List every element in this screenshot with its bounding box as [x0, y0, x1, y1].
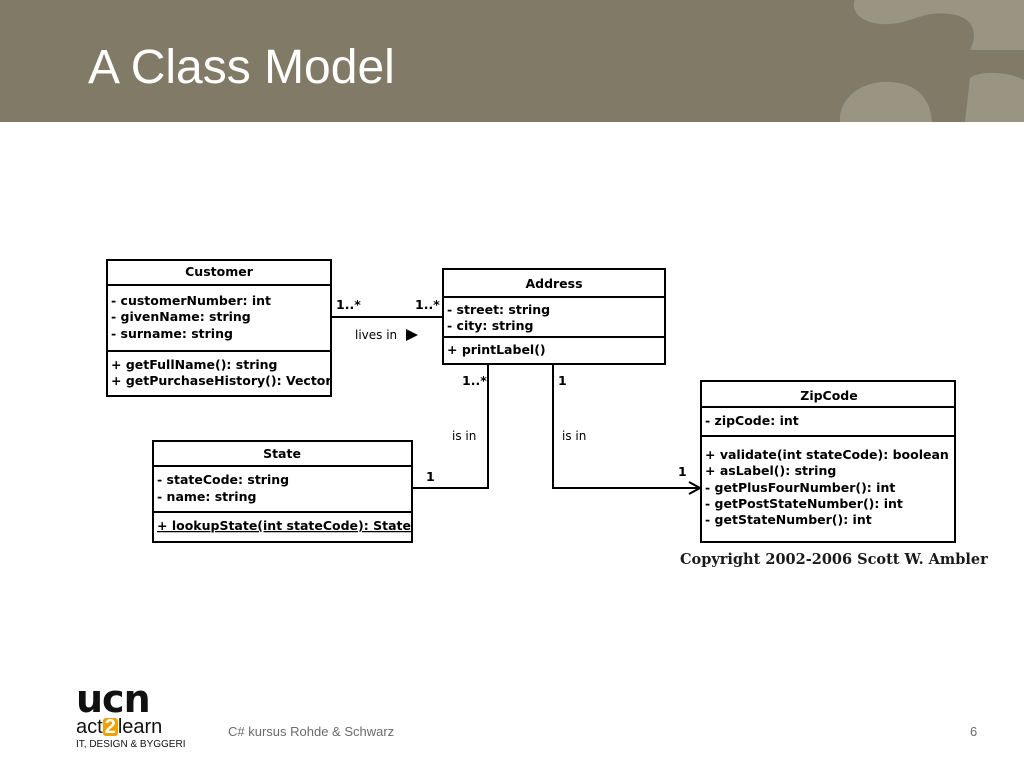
class-diagram: 1..* 1..* lives in 1..* 1 is in 1 1 is i…: [106, 259, 956, 543]
footer-text: C# kursus Rohde & Schwarz: [228, 724, 395, 739]
association-address-zipcode: [552, 364, 700, 489]
logo-tagline-number: 2: [102, 716, 118, 738]
logo-tagline-prefix: act: [76, 716, 103, 738]
multiplicity-address-state: 1..*: [462, 373, 487, 388]
association-label-is-in-state: is in: [452, 429, 476, 443]
class-zipcode: ZipCode - zipCode: int + validate(int st…: [700, 380, 956, 543]
method: + asLabel(): string: [705, 463, 836, 478]
method: + lookupState(int stateCode): State: [157, 518, 411, 533]
method: - getPlusFourNumber(): int: [705, 480, 895, 495]
class-address: Address - street: string - city: string …: [442, 268, 666, 365]
method: - getStateNumber(): int: [705, 512, 872, 527]
slide-title: A Class Model: [88, 41, 395, 94]
page-number: 6: [970, 724, 978, 739]
decorative-shape: [839, 0, 1024, 122]
multiplicity-address-zipcode: 1: [558, 373, 567, 388]
class-name: Address: [525, 276, 582, 291]
class-name: ZipCode: [800, 388, 857, 403]
attribute: - customerNumber: int: [111, 293, 271, 308]
multiplicity-zipcode: 1: [678, 464, 687, 479]
copyright-text: Copyright 2002-2006 Scott W. Ambler: [680, 551, 988, 568]
slide-header: A Class Model: [0, 0, 1024, 122]
class-customer: Customer - customerNumber: int - givenNa…: [106, 259, 332, 397]
attribute: - givenName: string: [111, 309, 251, 324]
association-label-lives-in: lives in: [355, 328, 397, 342]
attribute: - zipCode: int: [705, 413, 799, 428]
multiplicity-state: 1: [426, 469, 435, 484]
attribute: - stateCode: string: [157, 472, 289, 487]
logo-subtitle: IT, DESIGN & BYGGERI: [76, 739, 186, 750]
association-address-state: [412, 364, 489, 489]
multiplicity-address-customer: 1..*: [415, 297, 440, 312]
attribute: - city: string: [447, 318, 533, 333]
direction-arrow-icon: [406, 329, 418, 341]
logo-tagline-suffix: learn: [117, 716, 163, 738]
multiplicity-customer: 1..*: [336, 297, 361, 312]
class-state: State - stateCode: string - name: string…: [152, 440, 413, 543]
method: + printLabel(): [447, 342, 546, 357]
attribute: - surname: string: [111, 326, 233, 341]
method: + getPurchaseHistory(): Vector: [111, 373, 332, 388]
attribute: - street: string: [447, 302, 550, 317]
class-name: State: [263, 446, 301, 461]
attribute: - name: string: [157, 489, 256, 504]
method: + getFullName(): string: [111, 357, 278, 372]
logo-mark: ucn: [76, 677, 151, 721]
class-name: Customer: [185, 264, 254, 279]
method: - getPostStateNumber(): int: [705, 496, 903, 511]
association-label-is-in-zipcode: is in: [562, 429, 586, 443]
method: + validate(int stateCode): boolean: [705, 447, 949, 462]
